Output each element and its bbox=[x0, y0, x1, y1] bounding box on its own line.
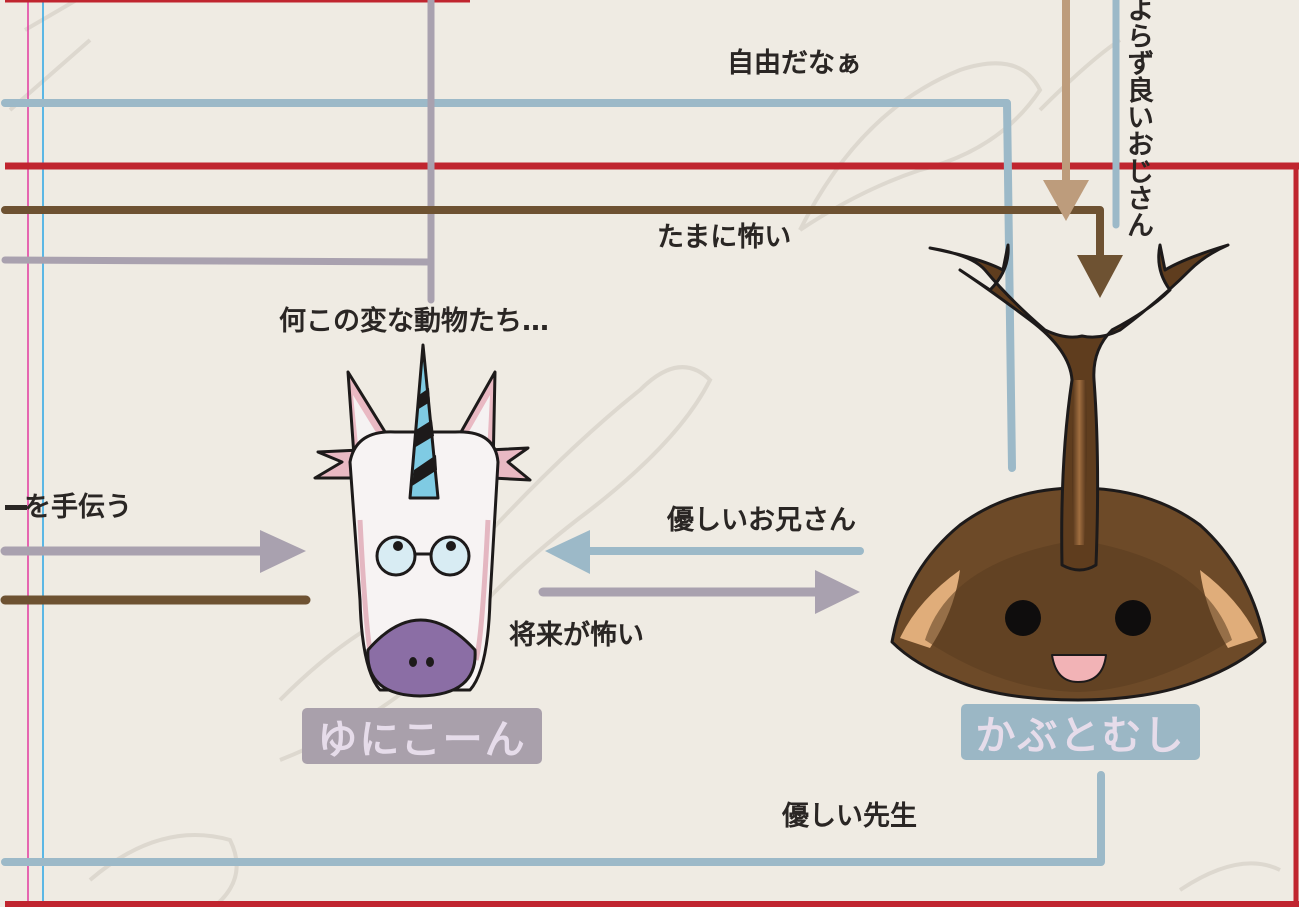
beetle-eye-left bbox=[1005, 600, 1041, 636]
label-what-animals: 何この変な動物たち… bbox=[279, 306, 549, 337]
line-kind-teacher bbox=[1, 771, 1105, 866]
line-sometimes-scary bbox=[1, 206, 1104, 276]
arrow-head-future-scary bbox=[815, 570, 860, 614]
unicorn-nostril-left bbox=[409, 657, 417, 667]
beetle-illustration bbox=[890, 243, 1267, 702]
arrow-heads bbox=[260, 180, 1123, 614]
label-free: 自由だなぁ bbox=[727, 48, 862, 79]
label-future-scary: 将来が怖い bbox=[509, 620, 644, 651]
help-bar bbox=[5, 505, 27, 510]
label-kind-teacher: 優しい先生 bbox=[782, 801, 917, 832]
beetle-mouth bbox=[1051, 654, 1107, 683]
label-sometimes-scary: たまに怖い bbox=[657, 222, 792, 253]
beetle-name-box: かぶとむし bbox=[961, 704, 1200, 760]
beetle-eye-right bbox=[1115, 600, 1151, 636]
connector-lines bbox=[0, 0, 1120, 866]
unicorn-nostril-right bbox=[426, 657, 434, 667]
unicorn-eye-left bbox=[375, 535, 417, 577]
unicorn-illustration bbox=[313, 343, 532, 698]
line-free bbox=[1, 99, 1016, 472]
unicorn-muzzle bbox=[366, 618, 477, 698]
unicorn-name-box: ゆにこーん bbox=[302, 708, 542, 764]
unicorn-eye-right bbox=[429, 535, 471, 577]
arrow-head-kind-brother bbox=[545, 530, 590, 574]
line-what-animals bbox=[1, 0, 435, 266]
arrow-head-tan bbox=[1043, 180, 1089, 221]
arrow-head-help bbox=[260, 530, 306, 573]
label-help: を手伝う bbox=[24, 492, 132, 523]
label-good-uncle: によらず良いおじさん bbox=[1122, 0, 1153, 238]
arrow-head-brown bbox=[1077, 255, 1123, 298]
label-kind-brother: 優しいお兄さん bbox=[667, 505, 856, 536]
